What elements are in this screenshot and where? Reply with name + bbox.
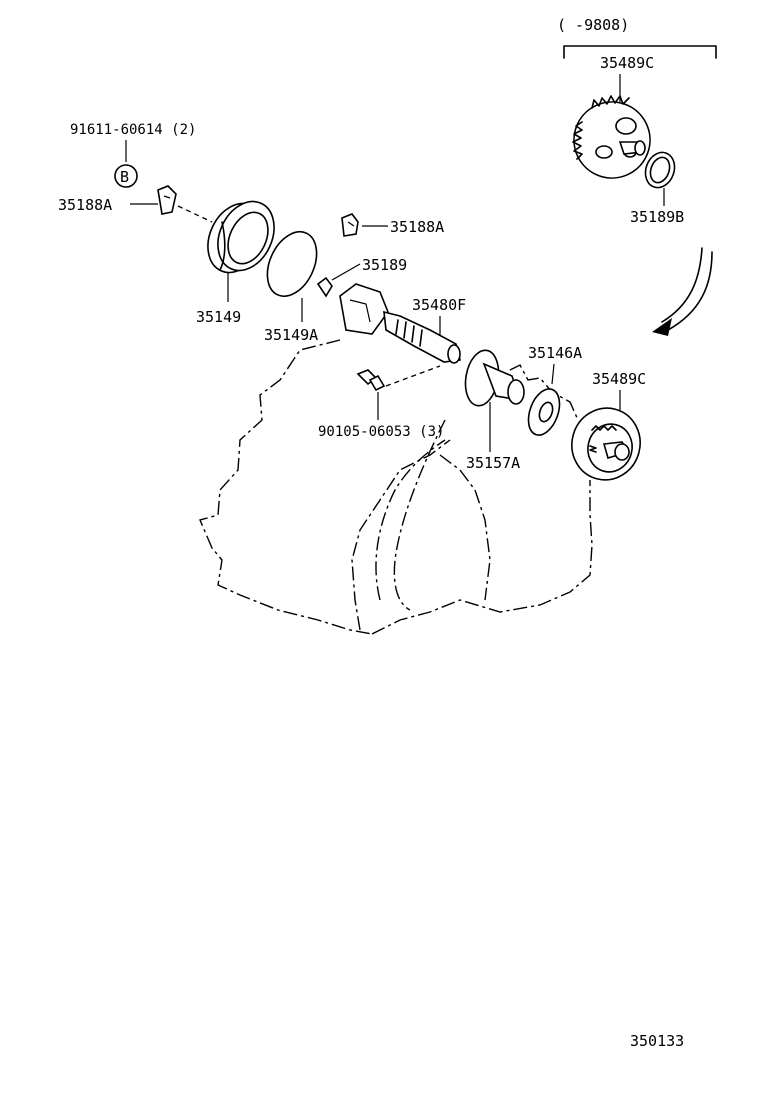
clamp-35188a-left: 35188A <box>58 185 213 223</box>
label-35157a: 35157A <box>466 454 520 472</box>
oil-seal-35149: 35149 <box>196 200 275 326</box>
label-35146a: 35146A <box>528 344 582 362</box>
o-ring-35146a: 35146A <box>527 344 582 436</box>
diagram-number: 350133 <box>630 1032 684 1050</box>
label-35489c-lower: 35489C <box>592 370 646 388</box>
transmission-case-outline <box>199 339 593 635</box>
label-35480f: 35480F <box>412 296 466 314</box>
curved-arrow-icon <box>652 247 713 336</box>
label-35489c-top: 35489C <box>600 54 654 72</box>
ref-b-circle <box>114 164 138 188</box>
label-90105-06053: 90105-06053 (3) <box>318 424 444 440</box>
sleeve-35157a: 35157A <box>464 349 525 472</box>
driven-gear-lower: 35489C <box>571 370 646 481</box>
label-91611-60614: 91611-60614 (2) <box>70 122 196 138</box>
range-bracket: ( -9808) <box>557 16 717 59</box>
bolt-90105: 90105-06053 (3) <box>318 365 444 440</box>
retainer-35189: 35189 <box>316 256 407 298</box>
ref-b-letter: B <box>120 168 129 186</box>
speed-sensor-35480f: 35480F <box>339 283 466 364</box>
label-35189: 35189 <box>362 256 407 274</box>
label-35189b: 35189B <box>630 208 684 226</box>
driven-gear-top: 35489C <box>572 54 654 179</box>
label-35149a: 35149A <box>264 326 318 344</box>
label-35188a-left: 35188A <box>58 196 112 214</box>
bolt-ref-b: 91611-60614 (2) B <box>70 122 196 188</box>
clamp-35188a-mid: 35188A <box>341 213 444 237</box>
o-ring-35149a: 35149A <box>264 231 318 344</box>
range-note: ( -9808) <box>557 16 629 34</box>
o-ring-35189b: 35189B <box>630 151 684 226</box>
label-35149: 35149 <box>196 308 241 326</box>
label-35188a-mid: 35188A <box>390 218 444 236</box>
